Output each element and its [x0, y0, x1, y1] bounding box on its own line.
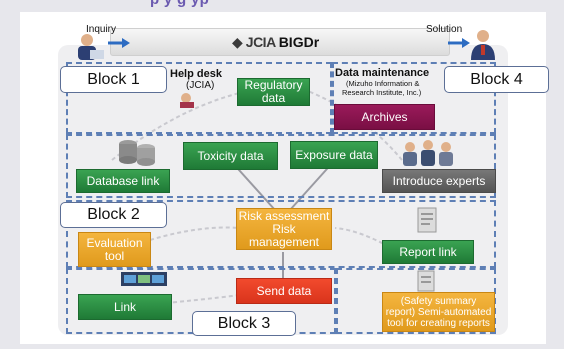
- report-tool-document-icon: [417, 270, 435, 292]
- inquiry-arrow-icon: [108, 38, 130, 48]
- block1-region-lower: [66, 134, 496, 198]
- block1-region-upper: [66, 62, 332, 134]
- header-text-fragment: p y g yp: [150, 0, 209, 8]
- data-maintenance-sub1: (Mizuho Information &: [346, 79, 420, 88]
- block1-label: Block 1: [60, 66, 167, 93]
- block4-label: Block 4: [444, 66, 549, 93]
- jcia-bigdr-logo: ◆ JCIA BIGDr: [232, 33, 320, 51]
- safety-summary-report-tool-box: (Safety summary report) Semi-automated t…: [382, 292, 495, 332]
- toxicity-data-box: Toxicity data: [183, 142, 278, 170]
- helpdesk-title: Help desk: [170, 68, 222, 80]
- helpdesk-sub: (JCIA): [186, 80, 215, 91]
- link-box: Link: [78, 294, 172, 320]
- archives-box: Archives: [334, 104, 435, 130]
- database-link-box: Database link: [76, 169, 170, 193]
- helpdesk-person-icon: [180, 93, 194, 108]
- block4-region: [332, 62, 496, 134]
- evaluation-tool-box: Evaluation tool: [78, 232, 151, 267]
- report-document-icon: [417, 207, 437, 233]
- exposure-data-box: Exposure data: [290, 141, 378, 169]
- introduce-experts-box: Introduce experts: [382, 169, 496, 193]
- bigdr-banner: [110, 28, 450, 56]
- data-maintenance-title: Data maintenance: [335, 67, 430, 79]
- send-data-box: Send data: [236, 278, 332, 304]
- risk-assessment-box: Risk assessment Risk management: [236, 208, 332, 250]
- block3-label: Block 3: [192, 311, 296, 336]
- inquiry-label: Inquiry: [86, 24, 117, 35]
- data-maintenance-sub2: Research Institute, Inc.): [342, 88, 422, 97]
- block2-label: Block 2: [60, 202, 167, 228]
- solution-person-icon: [471, 30, 495, 60]
- jcia-logo-mark-icon: ◆: [232, 33, 243, 50]
- solution-arrow-icon: [448, 38, 470, 48]
- report-link-box: Report link: [382, 240, 474, 264]
- header-strip: p y g yp: [0, 0, 564, 10]
- regulatory-data-box: Regulatory data: [237, 78, 310, 106]
- solution-label: Solution: [426, 24, 463, 35]
- report-tool-region: [336, 268, 496, 334]
- experts-group-icon: [403, 140, 453, 166]
- inquiry-person-icon: [78, 34, 104, 60]
- database-icon: [119, 140, 155, 166]
- link-screens-icon: [121, 272, 167, 286]
- block2-region: [66, 200, 496, 268]
